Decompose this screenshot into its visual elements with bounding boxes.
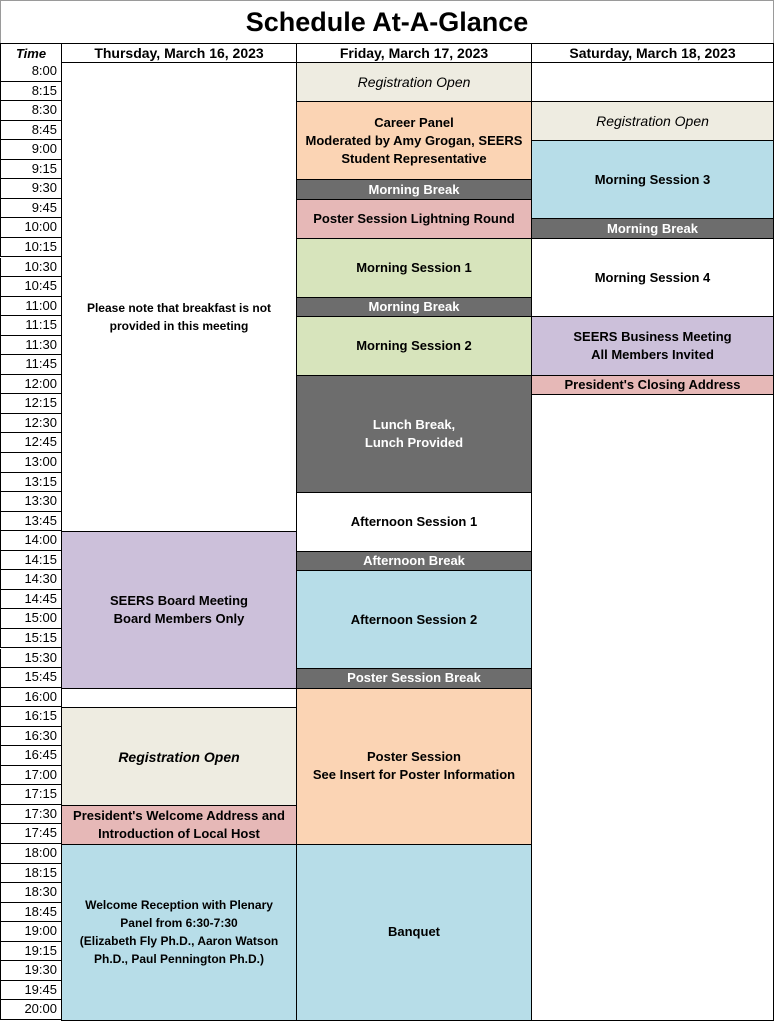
time-slot: 8:45 [0,120,62,141]
time-slot: 19:30 [0,961,62,981]
time-slot: 14:30 [0,570,62,590]
time-slot: 15:00 [0,609,62,629]
time-slot: 19:15 [0,941,62,962]
time-slot: 18:30 [0,883,62,903]
time-slot: 15:30 [0,648,62,669]
friday-event-poster-session-break: Poster Session Break [296,668,532,689]
friday-event-morning-break: Morning Break [296,296,532,318]
friday-event-poster-session-lightning-round: Poster Session Lightning Round [296,198,532,239]
time-slot: 10:30 [0,257,62,278]
time-slot: 10:15 [0,237,62,258]
header-time: Time [0,43,62,63]
thursday-event-empty [61,687,297,709]
header-friday: Friday, March 17, 2023 [296,43,532,63]
friday-event-afternoon-break: Afternoon Break [296,550,532,572]
time-slot: 14:45 [0,589,62,610]
time-slot: 9:00 [0,140,62,160]
time-slot: 16:45 [0,746,62,766]
time-slot: 16:30 [0,726,62,747]
saturday-event-morning-session-4: Morning Session 4 [531,237,774,318]
saturday-event-morning-break: Morning Break [531,218,774,239]
friday-event-afternoon-session-1: Afternoon Session 1 [296,492,532,552]
time-slot: 18:45 [0,902,62,923]
saturday-event-morning-session-3: Morning Session 3 [531,140,774,220]
time-slot: 11:45 [0,355,62,375]
time-slot: 15:45 [0,668,62,688]
time-slot: 16:15 [0,707,62,727]
thursday-event-president-s-welcome-address-and: President's Welcome Address and Introduc… [61,804,297,845]
time-slot: 18:15 [0,863,62,884]
friday-event-afternoon-session-2: Afternoon Session 2 [296,570,532,670]
time-slot: 11:00 [0,296,62,317]
thursday-event-seers-board-meeting: SEERS Board Meeting Board Members Only [61,531,297,689]
time-slot: 13:30 [0,492,62,512]
time-slot: 8:15 [0,81,62,102]
time-slot: 9:45 [0,198,62,219]
friday-event-morning-session-2: Morning Session 2 [296,316,532,376]
time-slot: 10:00 [0,218,62,238]
time-slot: 11:15 [0,316,62,336]
time-slot: 14:15 [0,550,62,571]
time-slot: 10:45 [0,277,62,297]
time-slot: 14:00 [0,531,62,551]
time-slot: 11:30 [0,335,62,356]
time-slot: 16:00 [0,687,62,708]
header-saturday: Saturday, March 18, 2023 [531,43,774,63]
time-slot: 17:15 [0,785,62,805]
friday-event-poster-session: Poster Session See Insert for Poster Inf… [296,687,532,845]
time-slot: 19:00 [0,922,62,942]
saturday-event-empty [531,62,774,103]
time-slot: 17:45 [0,824,62,844]
time-slot: 12:30 [0,413,62,434]
friday-event-morning-session-1: Morning Session 1 [296,237,532,298]
page-title: Schedule At-A-Glance [0,0,774,43]
friday-event-career-panel: Career Panel Moderated by Amy Grogan, SE… [296,101,532,181]
time-slot: 12:15 [0,394,62,414]
thursday-event-welcome-reception-with-plenary: Welcome Reception with Plenary Panel fro… [61,844,297,1021]
time-slot: 8:00 [0,62,62,82]
time-slot: 15:15 [0,628,62,649]
saturday-empty-area [531,394,774,1021]
saturday-event-seers-business-meeting: SEERS Business Meeting All Members Invit… [531,316,774,376]
thursday-event-registration-open: Registration Open [61,707,297,806]
thursday-breakfast-note: Please note that breakfast is not provid… [61,62,297,533]
saturday-event-president-s-closing-address: President's Closing Address [531,374,774,396]
time-slot: 9:15 [0,159,62,180]
friday-event-banquet: Banquet [296,844,532,1021]
header-thursday: Thursday, March 16, 2023 [61,43,297,63]
time-slot: 13:45 [0,511,62,532]
time-slot: 20:00 [0,1000,62,1020]
time-slot: 8:30 [0,101,62,121]
time-slot: 17:00 [0,765,62,786]
friday-event-lunch-break: Lunch Break, Lunch Provided [296,374,532,494]
saturday-event-registration-open: Registration Open [531,101,774,142]
breakfast-note-text: Please note that breakfast is not provid… [86,301,272,333]
time-slot: 18:00 [0,844,62,864]
time-slot: 12:45 [0,433,62,453]
time-slot: 19:45 [0,980,62,1001]
schedule-grid: Time Thursday, March 16, 2023 Friday, Ma… [0,43,774,1024]
time-slot: 9:30 [0,179,62,199]
friday-event-registration-open: Registration Open [296,62,532,103]
time-slot: 13:00 [0,453,62,473]
time-slot: 12:00 [0,374,62,395]
time-slot: 13:15 [0,472,62,493]
friday-event-morning-break: Morning Break [296,179,532,200]
time-slot: 17:30 [0,804,62,825]
